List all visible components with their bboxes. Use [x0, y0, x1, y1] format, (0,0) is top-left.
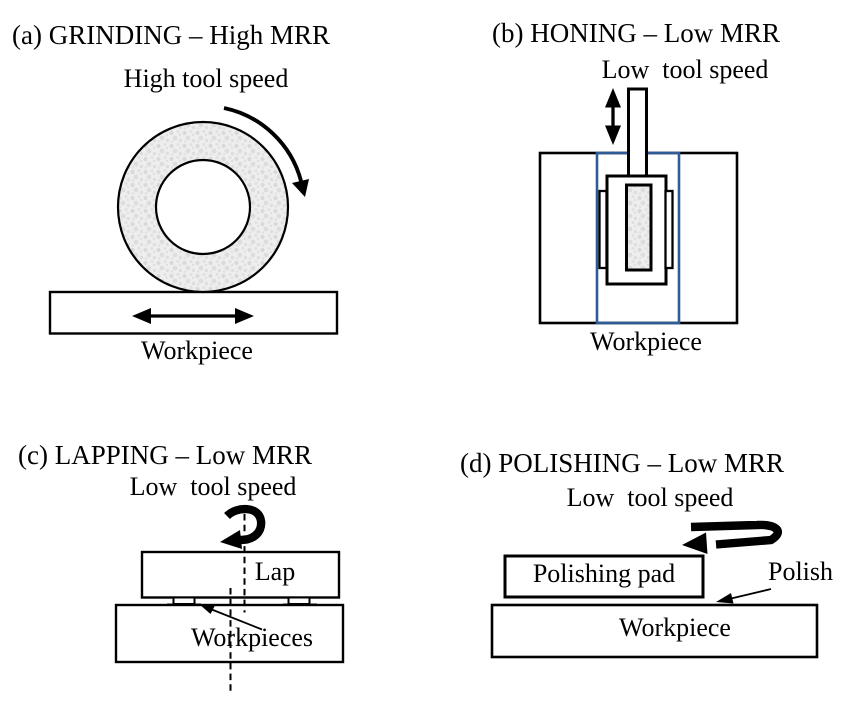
lapping-title: (c) LAPPING – Low MRR: [18, 440, 312, 470]
grinding-workpiece-rect: [48, 290, 339, 335]
honing-stone-right: [664, 189, 674, 270]
pad-rotation-arrow-icon: [682, 520, 782, 554]
lap-label: Lap: [254, 557, 296, 586]
grinding-diagram: [48, 106, 339, 335]
honing-stone-center: [625, 183, 653, 272]
reciprocation-arrow-icon: [132, 308, 254, 324]
polish-label: Polish: [768, 557, 834, 586]
rotation-arrow-icon: [223, 106, 309, 197]
honing-stone-left: [598, 189, 608, 270]
lapping-subtitle: Low tool speed: [129, 472, 297, 501]
polishing-workpiece-rect: [490, 603, 819, 659]
lap-rotation-arrow-icon: [220, 504, 266, 549]
workpieces-pointer-arrow: [199, 604, 263, 631]
polishing-pad-label: Polishing pad: [532, 559, 676, 588]
polishing-workpiece-label: Workpiece: [619, 613, 731, 642]
grinding-title: (a) GRINDING – High MRR: [12, 20, 330, 50]
honing-title: (b) HONING – Low MRR: [492, 18, 780, 48]
honing-diagram: [538, 87, 739, 325]
honing-subtitle: Low tool speed: [601, 55, 769, 84]
lapping-diagram: [114, 504, 345, 693]
polishing-diagram: [490, 520, 819, 659]
polishing-pad-rect: [503, 554, 705, 599]
grinding-wheel-bore: [154, 158, 252, 256]
stroke-arrow-icon: [605, 88, 621, 145]
lap-rect: [140, 550, 341, 599]
honing-workpiece-label: Workpiece: [590, 327, 702, 356]
polishing-subtitle: Low tool speed: [566, 483, 734, 512]
grinding-subtitle: High tool speed: [123, 64, 289, 93]
lapping-workpieces-label: Workpieces: [190, 623, 314, 652]
grinding-workpiece-label: Workpiece: [141, 336, 253, 365]
honing-shaft: [627, 87, 648, 180]
lapping-workpiece-right: [287, 596, 311, 605]
polishing-title: (d) POLISHING – Low MRR: [460, 448, 784, 478]
polish-pointer-arrow: [716, 588, 772, 604]
lapping-workpiece-left: [172, 596, 196, 605]
